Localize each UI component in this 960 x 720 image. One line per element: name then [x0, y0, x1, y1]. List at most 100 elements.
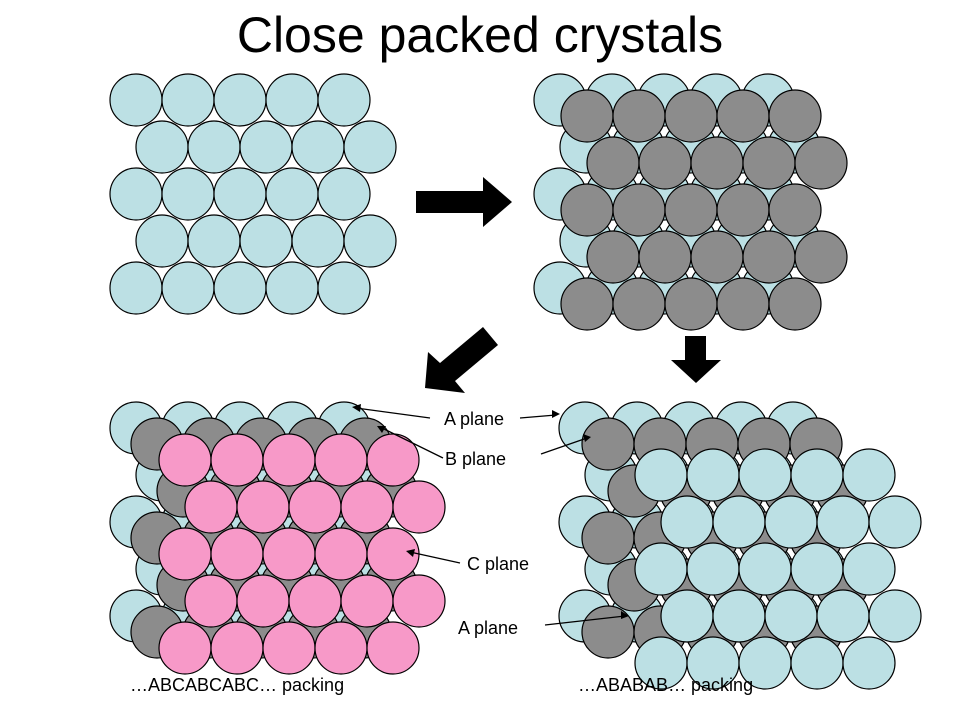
atom-sphere [236, 574, 290, 628]
atom-sphere [187, 120, 241, 174]
atom-sphere [314, 621, 368, 675]
atom-sphere [664, 183, 718, 237]
atom-sphere [612, 277, 666, 331]
panel-single-layer [109, 73, 397, 315]
atom-sphere [712, 589, 766, 643]
atom-sphere [343, 214, 397, 268]
atom-sphere [664, 277, 718, 331]
label-a-plane-top: A plane [444, 409, 505, 429]
atom-sphere [392, 574, 446, 628]
atom-sphere [794, 136, 848, 190]
pointer-lines [355, 407, 626, 626]
atom-sphere [560, 89, 614, 143]
atom-sphere [868, 495, 922, 549]
atom-sphere [690, 136, 744, 190]
atom-sphere [560, 277, 614, 331]
atom-sphere [764, 495, 818, 549]
atom-sphere [213, 261, 267, 315]
atom-sphere [868, 589, 922, 643]
atom-sphere [716, 277, 770, 331]
layer-b [560, 89, 848, 331]
layer-a [109, 73, 397, 315]
atom-sphere [265, 73, 319, 127]
atom-sphere [158, 621, 212, 675]
atom-sphere [586, 136, 640, 190]
atom-sphere [738, 448, 792, 502]
atom-sphere [560, 183, 614, 237]
atom-sphere [660, 495, 714, 549]
atom-sphere [790, 636, 844, 690]
atom-sphere [768, 183, 822, 237]
atom-sphere [317, 73, 371, 127]
atom-sphere [291, 120, 345, 174]
atom-sphere [634, 542, 688, 596]
panel-abab-packing [558, 401, 922, 690]
atom-sphere [161, 167, 215, 221]
atom-sphere [210, 527, 264, 581]
atom-sphere [612, 183, 666, 237]
atom-sphere [842, 636, 896, 690]
atom-sphere [161, 73, 215, 127]
atom-sphere [581, 511, 635, 565]
layer-c [158, 433, 446, 675]
atom-sphere [288, 574, 342, 628]
arrow-down [671, 336, 721, 383]
atom-sphere [265, 167, 319, 221]
atom-sphere [686, 542, 740, 596]
atom-sphere [816, 589, 870, 643]
atom-sphere [109, 261, 163, 315]
atom-sphere [213, 73, 267, 127]
atom-sphere [612, 89, 666, 143]
atom-sphere [288, 480, 342, 534]
panel-abc-packing [109, 401, 446, 675]
atom-sphere [210, 433, 264, 487]
atom-sphere [768, 89, 822, 143]
atom-sphere [638, 230, 692, 284]
label-a-plane-bottom: A plane [458, 618, 519, 638]
atom-sphere [764, 589, 818, 643]
atom-sphere [660, 589, 714, 643]
atom-sphere [210, 621, 264, 675]
atom-sphere [236, 480, 290, 534]
atom-sphere [314, 527, 368, 581]
atom-sphere [686, 448, 740, 502]
atom-sphere [768, 277, 822, 331]
atom-sphere [262, 433, 316, 487]
atom-sphere [314, 433, 368, 487]
arrow-right [416, 177, 512, 227]
atom-sphere [135, 214, 189, 268]
atom-sphere [738, 542, 792, 596]
arrow-down-left [425, 327, 498, 393]
atom-sphere [239, 214, 293, 268]
atom-sphere [712, 495, 766, 549]
atom-sphere [638, 136, 692, 190]
atom-sphere [790, 448, 844, 502]
atom-sphere [340, 480, 394, 534]
label-c-plane: C plane [467, 554, 530, 574]
caption-abab-packing: …ABABAB… packing [578, 675, 754, 695]
atom-sphere [340, 574, 394, 628]
atom-sphere [161, 261, 215, 315]
panel-two-layers [533, 73, 848, 331]
atom-sphere [794, 230, 848, 284]
atom-sphere [109, 73, 163, 127]
atom-sphere [317, 167, 371, 221]
atom-sphere [716, 89, 770, 143]
atom-sphere [816, 495, 870, 549]
label-b-plane: B plane [445, 449, 507, 469]
atom-sphere [842, 542, 896, 596]
atom-sphere [581, 605, 635, 659]
atom-sphere [790, 542, 844, 596]
atom-sphere [184, 574, 238, 628]
layer-a-top [634, 448, 922, 690]
atom-sphere [742, 136, 796, 190]
pointer-heads [352, 404, 629, 619]
atom-sphere [343, 120, 397, 174]
atom-sphere [634, 448, 688, 502]
atom-sphere [262, 527, 316, 581]
atom-sphere [239, 120, 293, 174]
atom-sphere [664, 89, 718, 143]
atom-sphere [842, 448, 896, 502]
atom-sphere [187, 214, 241, 268]
